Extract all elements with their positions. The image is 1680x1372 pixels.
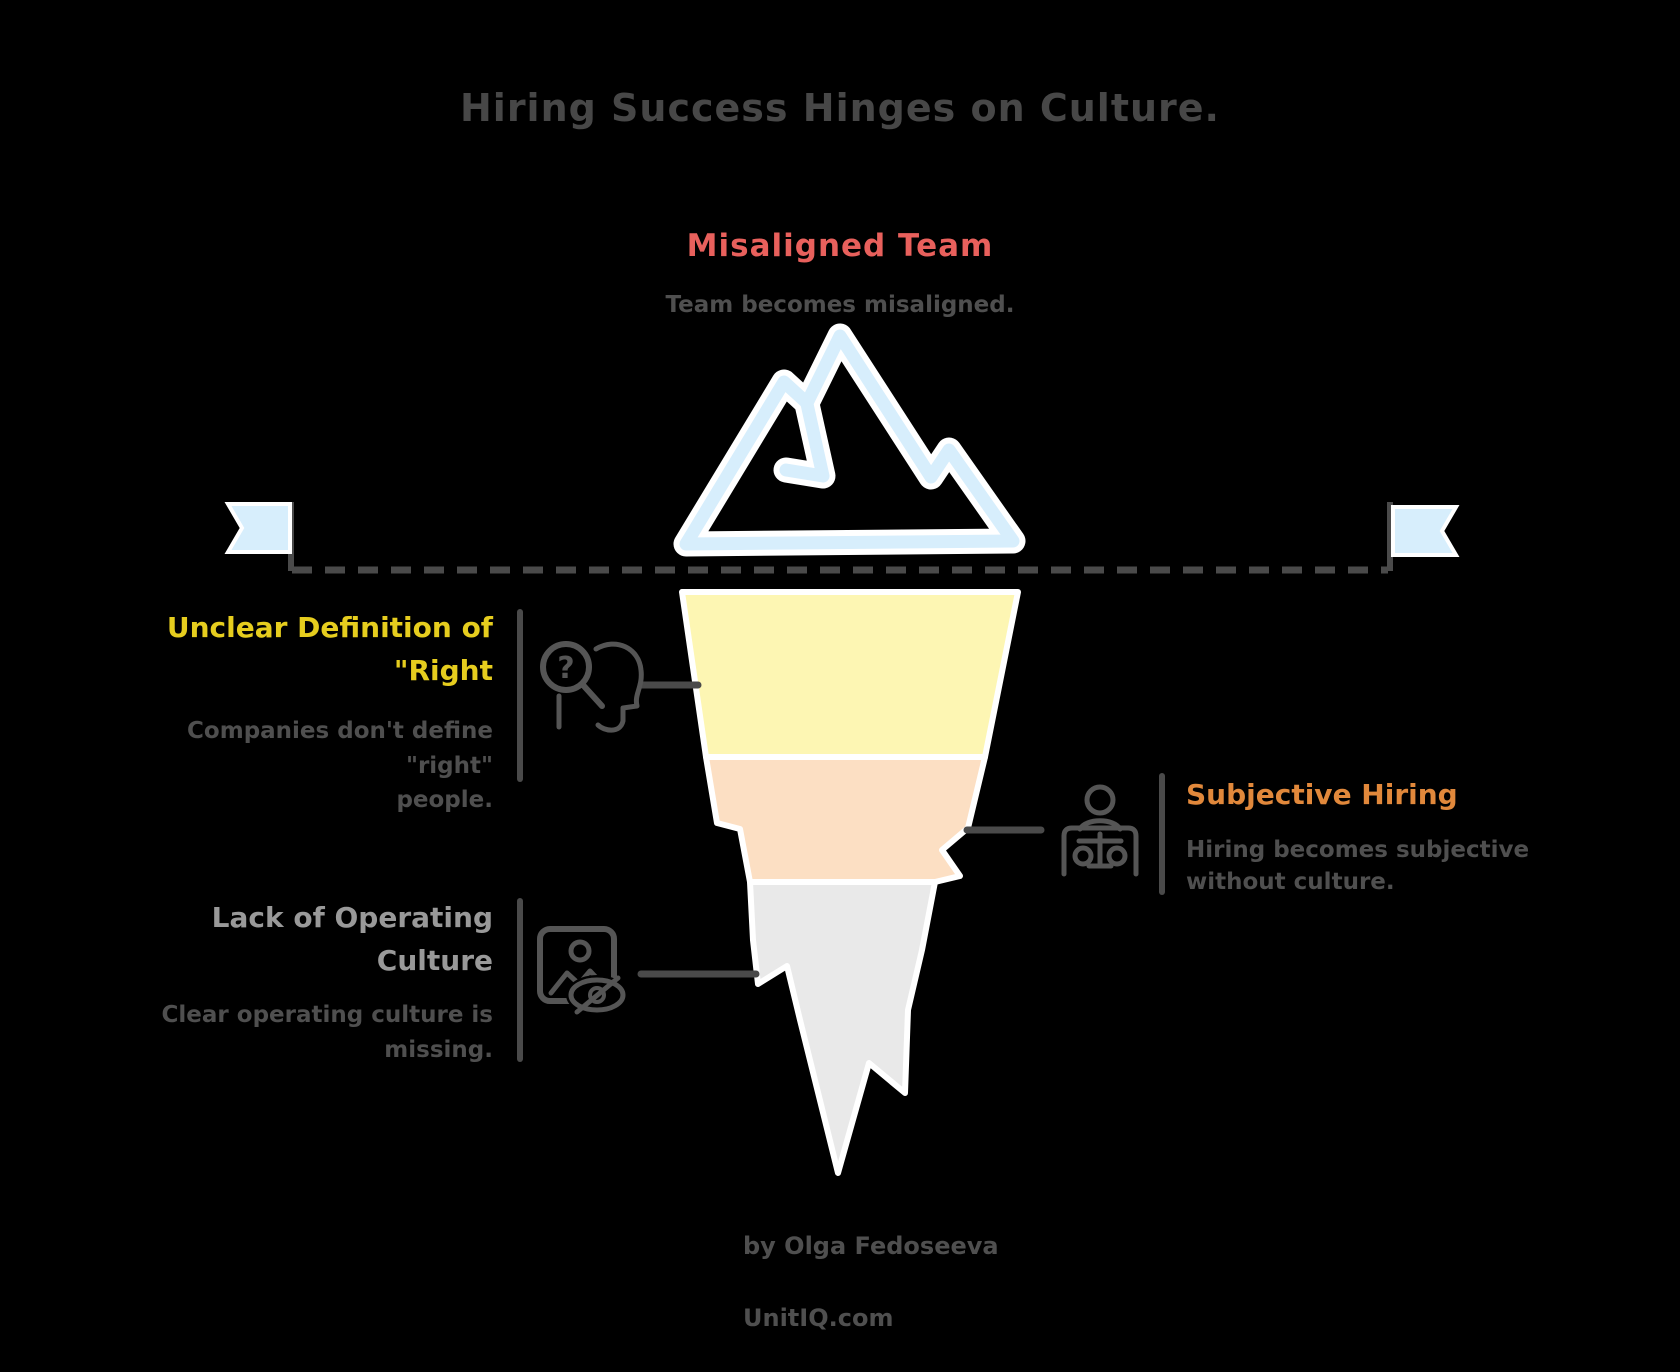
page-title: Hiring Success Hinges on Culture. [459,86,1220,130]
iceberg-diagram: ? Hiring Success Hinges on Culture. Misa… [161,86,1530,1332]
mountain-inner-ridge [779,397,830,483]
callout-subjective-heading: Subjective Hiring [1186,778,1458,811]
scales-pan-right [1106,845,1128,867]
callout-lack-body: Clear operating culture is missing. [161,1002,493,1063]
flag-left-icon [224,502,294,571]
callout-unclear-divider [517,609,523,782]
mountain-outline-casing [673,323,1026,557]
callout-lack-heading: Lack of Operating Culture [211,901,493,978]
iceberg-level-yellow [679,589,1021,760]
head-question-icon: ? [540,641,644,733]
iceberg-level-peach [703,754,988,885]
callout-misaligned-body: Team becomes misaligned. [665,292,1015,318]
callout-unclear-heading: Unclear Definition of "Right [166,611,493,688]
magnifier-lens [540,641,592,693]
credit-block: by Olga Fedoseeva UnitIQ.com [743,1192,999,1372]
credit-byline: by Olga Fedoseeva [743,1232,999,1260]
magnifier-handle [580,682,605,709]
mountain-peak-icon [673,323,1026,557]
flag-right-banner [1391,505,1460,557]
iceberg-underwater [679,589,1021,1176]
callout-misaligned-heading: Misaligned Team [686,228,994,264]
hidden-image-icon [537,926,628,1015]
iceberg-level-gray [747,879,938,1176]
question-mark-glyph: ? [557,651,574,686]
eye-outline [568,977,626,1013]
infographic-canvas: { "title": "Hiring Success Hinges on Cul… [161,86,1530,1332]
flag-right-icon [1387,502,1460,571]
person-head [1084,784,1116,816]
callout-lack-divider [517,898,523,1062]
flag-left-banner [224,502,292,554]
connector-lines [637,681,1045,978]
credit-site: UnitIQ.com [743,1304,894,1332]
image-sun [568,939,592,963]
callout-subjective-divider [1159,773,1165,895]
callout-unclear-body: Companies don't define "right" people. [187,718,493,813]
callout-subjective-body: Hiring becomes subjective without cultur… [1186,837,1530,896]
eye-slash [574,975,621,1015]
person-scales-icon [1061,784,1139,877]
head-profile-outline [593,641,644,733]
diagram-artwork: ? [224,323,1460,1176]
scales-frame [1061,825,1139,877]
mountain-outline [679,329,1020,551]
eye-pupil [588,986,606,1004]
scales-pan-left [1072,845,1094,867]
